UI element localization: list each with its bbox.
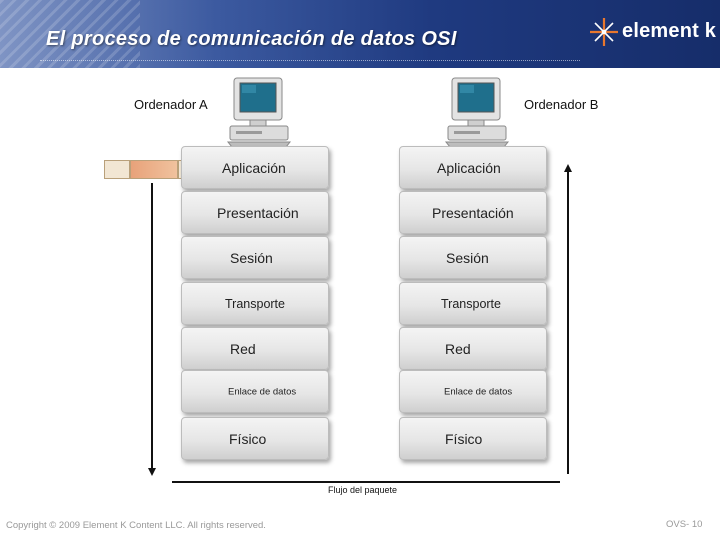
layer-b-transport: Transporte [399,282,547,325]
layer-label: Aplicación [222,159,286,176]
layer-b-presentation: Presentación [399,191,547,234]
layer-label: Enlace de datos [228,386,297,397]
layer-label: Transporte [225,296,285,311]
layer-b-application: Aplicación [399,146,547,189]
computer-b-label: Ordenador B [524,97,599,112]
layer-label: Red [445,340,471,357]
layer-label: Transporte [441,296,501,311]
slide-reference: OVS- 10 [666,519,703,530]
copyright-text: Copyright © 2009 Element K Content LLC. … [6,520,266,531]
packet-segment-data [130,160,178,179]
layer-a-session: Sesión [181,236,329,279]
layer-a-network: Red [181,327,329,370]
layer-a-presentation: Presentación [181,191,329,234]
layer-b-physical: Físico [399,417,547,460]
packet-flow-label: Flujo del paquete [328,485,398,495]
layer-b-network: Red [399,327,547,370]
layer-label: Sesión [446,249,489,266]
layer-b-session: Sesión [399,236,547,279]
layer-a-data-link: Enlace de datos [181,370,329,413]
layer-a-physical: Físico [181,417,329,460]
slide-header: El proceso de comunicación de datos OSI … [0,0,720,68]
layer-label: Enlace de datos [444,386,513,397]
layer-a-transport: Transporte [181,282,329,325]
layer-label: Físico [229,430,267,447]
packet-segment-header [104,160,130,179]
logo-text: element k [622,20,717,42]
layer-label: Presentación [432,204,514,221]
layer-label: Red [230,340,256,357]
layer-label: Físico [445,430,483,447]
slide-title: El proceso de comunicación de datos OSI [46,28,457,50]
element-k-logo [590,18,618,46]
layer-label: Presentación [217,204,299,221]
header-divider [40,60,580,61]
star-icon [590,18,618,46]
computer-a-icon [226,77,292,148]
layer-a-application: Aplicación [181,146,329,189]
layer-label: Aplicación [437,159,501,176]
computer-b-icon [444,77,510,148]
header-pattern [0,0,140,68]
computer-a-label: Ordenador A [134,97,208,112]
layer-b-data-link: Enlace de datos [399,370,547,413]
layer-label: Sesión [230,249,273,266]
